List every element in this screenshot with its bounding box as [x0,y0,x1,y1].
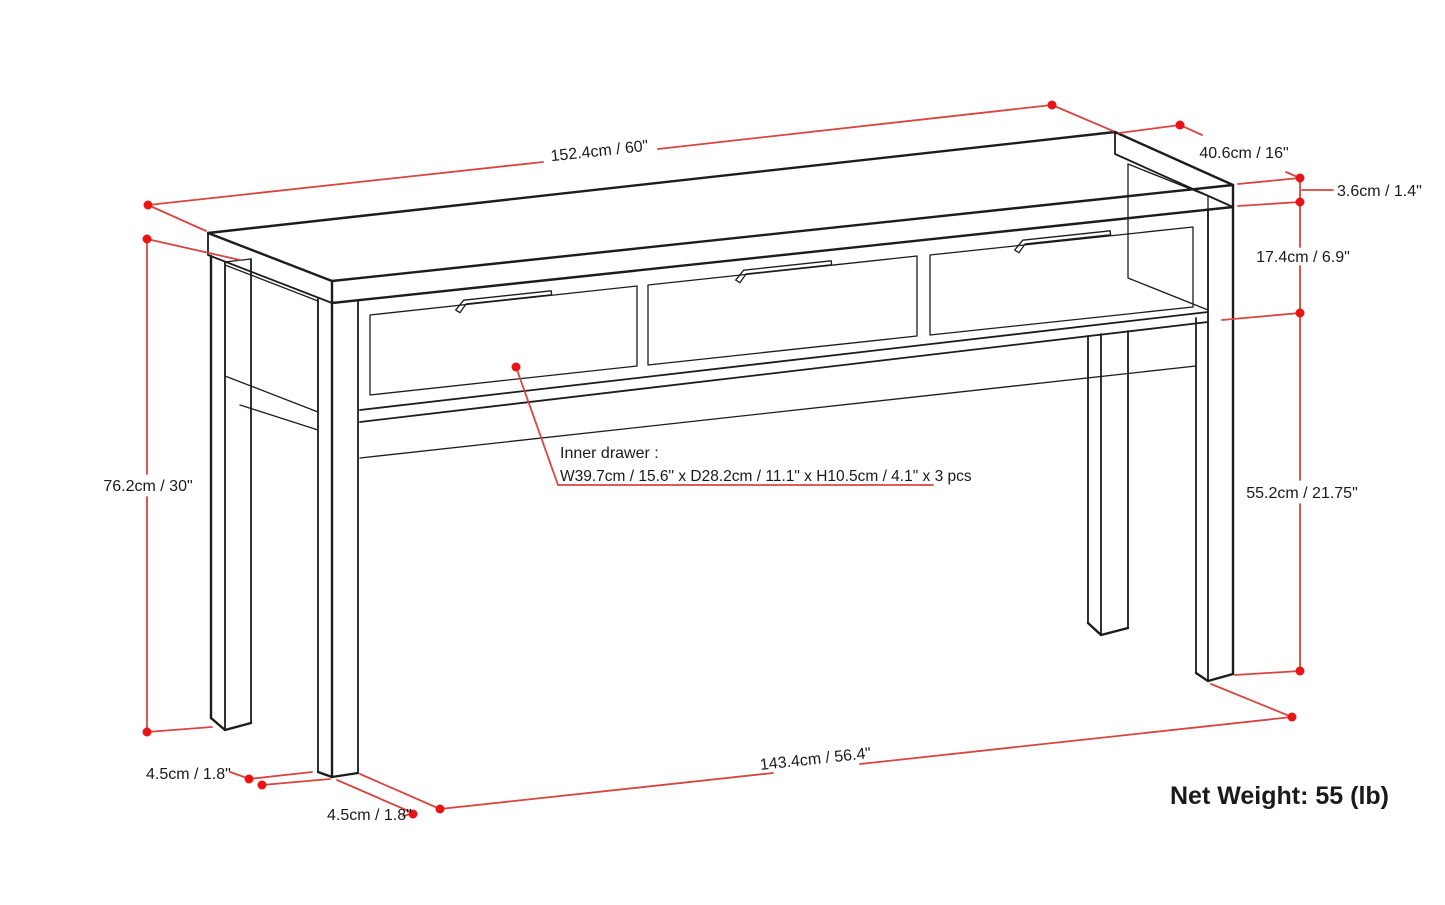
dim-leader [146,238,241,261]
dim-line-leg-width [261,778,331,786]
label-inner-drawer-title: Inner drawer : [560,445,659,462]
apron-bottom-rail [359,311,1209,411]
dimension-dot [244,774,254,784]
dimension-dot [257,780,267,790]
dimension-dot [435,804,445,814]
dim-line-top-length [147,104,1053,206]
dimension-dot [1295,197,1305,207]
label-leg-depth: 4.5cm / 1.8" [327,807,412,824]
front-right-leg [1194,205,1235,683]
back-left-leg [209,254,253,732]
leg-bottom [1194,671,1235,683]
dimension-dot [408,809,418,819]
drawer-front-3 [929,226,1194,336]
dim-line-leg-depth [359,773,441,810]
apron-bottom-edge [359,321,1209,423]
front-left-leg [316,297,360,779]
dimension-dot [1287,712,1297,722]
label-base-length: 143.4cm / 56.4" [759,745,872,774]
dim-leader [1237,201,1301,207]
leg-bottom [316,770,360,779]
label-top-length: 152.4cm / 60" [550,138,649,166]
dim-leader [1237,177,1301,185]
label-leg-height: 55.2cm / 21.75" [1246,485,1358,502]
tabletop-top-face [206,130,1235,283]
dimension-dots [142,100,1305,819]
dim-leader [1221,312,1301,321]
dimension-dot [142,234,152,244]
dimension-dot [1295,666,1305,676]
dim-leader [1210,683,1293,718]
label-drawer-section-height: 17.4cm / 6.9" [1256,249,1350,266]
dimension-dot [1295,173,1305,183]
label-inner-drawer-dims: W39.7cm / 15.6" x D28.2cm / 11.1" x H10.… [560,468,972,485]
dimension-dot [1295,308,1305,318]
leg-bottom [209,716,253,732]
dim-leader [229,771,248,779]
drawer-handle-2 [735,260,833,284]
tabletop-front-face [330,183,1235,305]
drawer-front-2 [647,255,918,366]
tabletop [206,130,1235,305]
right-end-panel [1127,163,1209,311]
dim-line-base-length [439,716,1293,810]
dim-leader-inner-drawer [515,366,934,486]
dimension-dot [1175,120,1185,130]
label-top-thickness: 3.6cm / 1.4" [1337,183,1422,200]
drawer-handle-1 [455,290,553,314]
leg-bottom [1086,621,1130,637]
dimension-dot [1047,100,1057,110]
back-stretcher [359,365,1197,459]
drawer-apron [224,163,1209,459]
dimension-labels: 152.4cm / 60" 40.6cm / 16" 3.6cm / 1.4" … [103,138,1421,824]
drawer-handle-3 [1014,230,1112,254]
dim-leader [1051,104,1114,132]
dim-leader [1234,670,1301,676]
dimension-lines [146,104,1334,817]
dimension-dot [143,200,153,210]
label-net-weight: Net Weight: 55 (lb) [1170,782,1389,810]
tabletop-left-end-face [207,232,333,304]
drawer-handles [455,230,1112,314]
dim-line-leg-width [248,771,313,780]
label-top-depth: 40.6cm / 16" [1199,145,1288,162]
table-line-art [206,130,1235,779]
back-right-leg [1086,330,1130,637]
label-leg-width: 4.5cm / 1.8" [146,766,231,783]
dimension-dot [511,362,521,372]
left-end-stretcher [239,404,319,431]
label-overall-height: 76.2cm / 30" [103,478,192,495]
dimension-dot [142,727,152,737]
left-end-panel [224,264,319,413]
dim-leader [146,726,213,733]
leg-top-edge [224,258,252,263]
dim-leader [147,204,207,232]
dim-line-leg-depth [336,779,414,814]
tabletop-right-end-face [1114,131,1234,208]
drawer-front-1 [369,285,638,396]
